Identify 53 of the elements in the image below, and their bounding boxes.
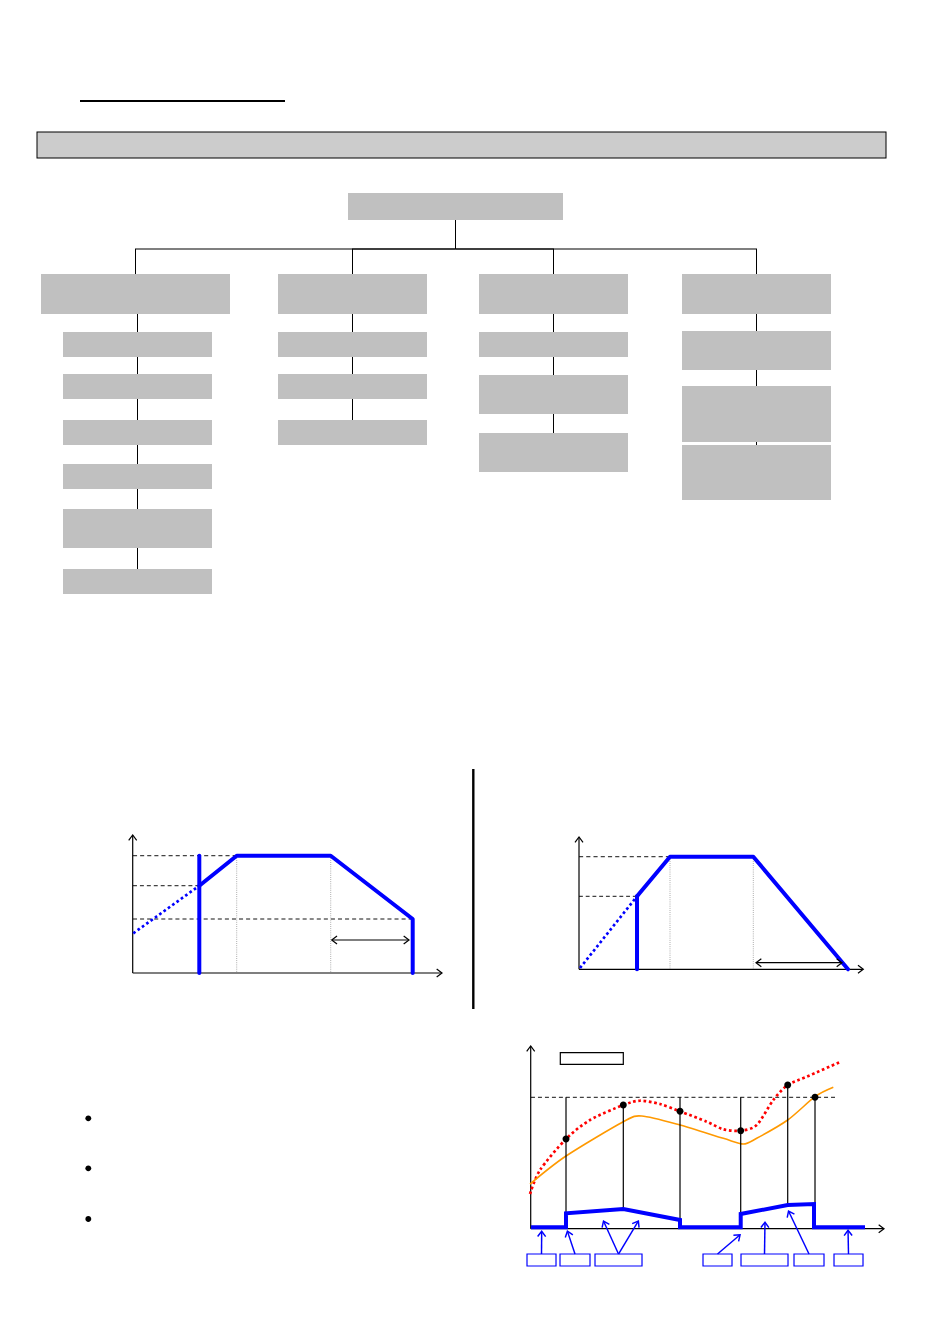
connector-line bbox=[352, 313, 353, 333]
connector-line bbox=[756, 313, 757, 332]
connector-line bbox=[756, 369, 757, 387]
tree-box bbox=[278, 274, 427, 314]
tree-box bbox=[479, 274, 628, 314]
leader-arrow bbox=[716, 1234, 741, 1255]
callout-box bbox=[702, 1253, 733, 1267]
tree-box bbox=[63, 332, 212, 357]
connector-line bbox=[137, 488, 138, 510]
leader-arrow bbox=[601, 1220, 620, 1255]
callout-box bbox=[793, 1253, 825, 1267]
connector-line bbox=[137, 444, 138, 465]
tree-box bbox=[479, 433, 628, 472]
leader-arrow bbox=[760, 1221, 770, 1255]
tree-box bbox=[278, 420, 427, 445]
connector-line bbox=[352, 398, 353, 421]
tree-box bbox=[479, 332, 628, 357]
tree-box bbox=[63, 509, 212, 548]
tree-box bbox=[348, 193, 563, 220]
tree-box bbox=[63, 464, 212, 489]
tree-box bbox=[682, 386, 831, 442]
header-bar bbox=[36, 131, 887, 159]
callout-box bbox=[559, 1253, 591, 1267]
tree-box bbox=[278, 374, 427, 399]
tree-box bbox=[63, 420, 212, 445]
connector-line bbox=[553, 313, 554, 333]
connector-line bbox=[352, 356, 353, 375]
connector-line bbox=[137, 356, 138, 375]
tree-box bbox=[41, 274, 230, 314]
tree-box bbox=[479, 375, 628, 414]
connector-line bbox=[137, 313, 138, 333]
connector-line bbox=[135, 219, 757, 275]
leader-arrow bbox=[536, 1230, 547, 1255]
tree-box bbox=[63, 374, 212, 399]
connector-line bbox=[553, 356, 554, 376]
tree-box bbox=[682, 274, 831, 314]
callout-box bbox=[740, 1253, 789, 1267]
tree-box bbox=[278, 332, 427, 357]
leader-arrow bbox=[564, 1230, 576, 1255]
connector-line bbox=[756, 441, 757, 446]
tree-box bbox=[682, 331, 831, 370]
label-box bbox=[559, 1052, 624, 1065]
connector-line bbox=[137, 398, 138, 421]
connector-line bbox=[553, 413, 554, 434]
tree-box bbox=[682, 445, 831, 500]
leader-arrow bbox=[786, 1210, 810, 1255]
connector-line bbox=[137, 547, 138, 570]
callout-box bbox=[833, 1253, 864, 1267]
callout-box bbox=[594, 1253, 643, 1267]
leader-arrow bbox=[843, 1229, 853, 1255]
tree-box bbox=[63, 569, 212, 594]
leader-arrow bbox=[617, 1220, 640, 1255]
callout-box bbox=[526, 1253, 557, 1267]
